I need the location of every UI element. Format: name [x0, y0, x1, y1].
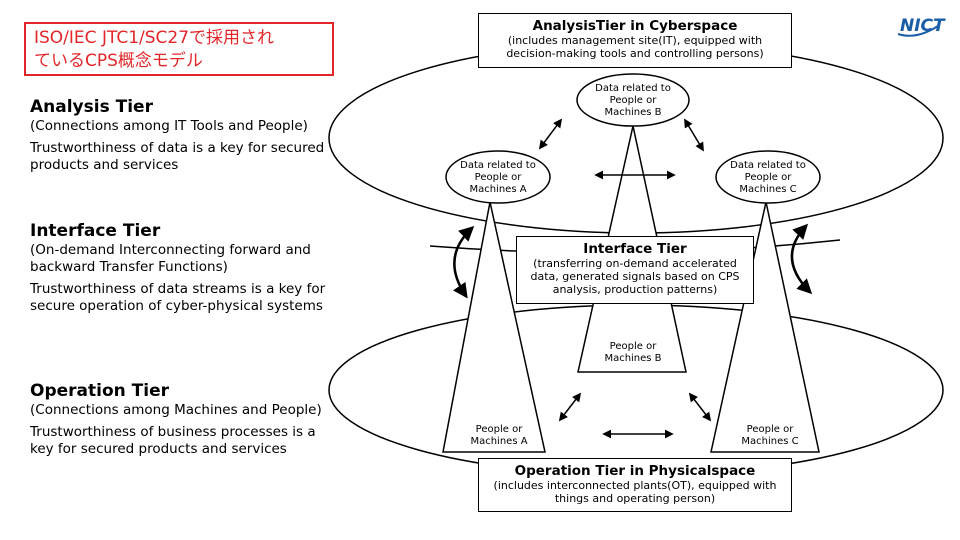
analysis-box-title: AnalysisTier in Cyberspace [532, 18, 738, 34]
data-node-a-ellipse [445, 150, 551, 204]
people-node-b-line-2: Machines B [604, 353, 662, 364]
analysis-box-line-2: decision-making tools and controlling pe… [506, 47, 764, 60]
interface-box-line-3: analysis, production patterns) [552, 283, 718, 296]
title-line-2: ているCPS概念モデル [34, 51, 203, 71]
title-box: ISO/IEC JTC1/SC27で採用され ているCPS概念モデル [24, 22, 334, 76]
analysis-tier-subtitle: (Connections among IT Tools and People) [30, 118, 308, 134]
operation-box-title: Operation Tier in Physicalspace [514, 463, 756, 479]
operation-box-line-1: (includes interconnected plants(OT), equ… [493, 479, 777, 492]
arrow-a-b-upper [538, 118, 563, 150]
interface-tier-subtitle: (On-demand Interconnecting forward and b… [30, 242, 311, 275]
operation-tier-title: Operation Tier [30, 381, 169, 401]
title-line-1: ISO/IEC JTC1/SC27で採用され [34, 28, 275, 48]
people-node-a-line-2: Machines A [470, 436, 528, 447]
data-node-a-line-1: Data related to [460, 160, 536, 171]
interface-tier-box: Interface Tier (transferring on-demand a… [516, 236, 754, 304]
interface-tier-title: Interface Tier [30, 221, 161, 241]
interface-box-title: Interface Tier [583, 241, 687, 257]
triangle-c [710, 201, 820, 453]
arrow-b-c-lower [688, 392, 712, 422]
data-node-b-line-1: Data related to [595, 83, 671, 94]
data-node-a-line-2: People or [474, 172, 522, 183]
people-node-a: People or Machines A [449, 424, 549, 448]
data-node-c-line-1: Data related to [730, 160, 806, 171]
data-node-c-line-2: People or [744, 172, 792, 183]
operation-tier-subtitle: (Connections among Machines and People) [30, 402, 322, 418]
operation-tier-description: Trustworthiness of business processes is… [30, 424, 316, 457]
analysis-tier-title: Analysis Tier [30, 97, 153, 117]
analysis-box-line-1: (includes management site(IT), equipped … [507, 34, 763, 47]
people-node-b: People or Machines B [583, 341, 683, 365]
interface-box-line-2: data, generated signals based on CPS [530, 270, 740, 283]
people-node-c: People or Machines C [720, 424, 820, 448]
people-node-a-line-1: People or [475, 424, 523, 435]
operation-box-line-2: things and operating person) [554, 492, 716, 505]
people-node-c-line-2: Machines C [741, 436, 799, 447]
data-node-a: Data related to People or Machines A [448, 160, 548, 196]
left-curved-arrow [453, 225, 475, 299]
people-node-c-line-1: People or [746, 424, 794, 435]
nict-logo: NICT [897, 16, 946, 37]
analysis-tier-box: AnalysisTier in Cyberspace (includes man… [478, 13, 792, 68]
operation-tier-text: Operation Tier (Connections among Machin… [30, 380, 330, 458]
data-node-b: Data related to People or Machines B [583, 83, 683, 119]
interface-tier-description: Trustworthiness of data streams is a key… [30, 281, 326, 314]
triangle-a [442, 201, 546, 453]
data-node-c-ellipse [715, 150, 821, 204]
arrow-a-b-lower [558, 392, 582, 422]
right-curved-arrow [790, 223, 813, 295]
data-node-c-line-3: Machines C [739, 184, 797, 195]
data-node-b-line-3: Machines B [604, 107, 662, 118]
logo-text: NICT [900, 16, 946, 36]
data-node-c: Data related to People or Machines C [718, 160, 818, 196]
interface-box-line-1: (transferring on-demand accelerated [533, 257, 737, 270]
data-node-b-line-2: People or [609, 95, 657, 106]
interface-tier-text: Interface Tier (On-demand Interconnectin… [30, 220, 340, 315]
people-node-b-line-1: People or [609, 341, 657, 352]
analysis-tier-description: Trustworthiness of data is a key for sec… [30, 140, 325, 173]
data-node-b-ellipse [576, 73, 690, 127]
operation-tier-box: Operation Tier in Physicalspace (include… [478, 458, 792, 512]
analysis-tier-text: Analysis Tier (Connections among IT Tool… [30, 96, 340, 174]
arrow-b-c-upper [684, 118, 704, 152]
data-node-a-line-3: Machines A [469, 184, 527, 195]
